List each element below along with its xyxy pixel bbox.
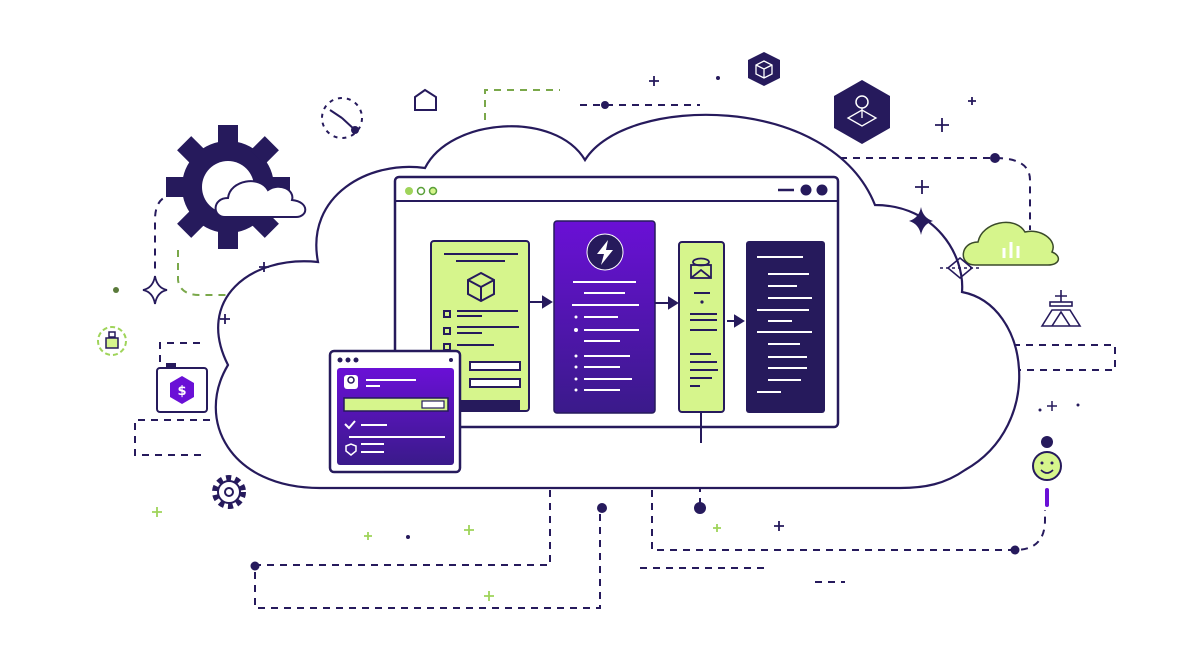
plus-icon (220, 76, 976, 531)
network-stack-icon (1040, 290, 1082, 327)
flow-arrows (530, 295, 745, 328)
window-control[interactable] (816, 184, 828, 196)
plus-icon (152, 507, 721, 601)
login-window (328, 349, 462, 474)
window-dot-outline[interactable] (416, 186, 426, 196)
login-submit-button[interactable] (421, 400, 445, 409)
shield-icon (345, 443, 357, 456)
box-icon (467, 271, 495, 303)
lightbulb-badge-icon (834, 80, 890, 144)
window-control[interactable] (800, 184, 812, 196)
clock-icon (321, 97, 363, 139)
svg-text:$: $ (177, 384, 186, 399)
sparkle-icon (909, 207, 933, 235)
robot-cog-icon (97, 326, 127, 356)
camera-dollar-icon: $ (156, 363, 208, 413)
card-output (746, 241, 825, 413)
diamond-connector-icon (940, 256, 980, 280)
sparkle-icon (142, 275, 168, 305)
cloud-icon (214, 180, 307, 218)
window-dot-outline[interactable] (428, 186, 438, 196)
card-messaging (678, 241, 725, 443)
user-avatar-icon (1032, 436, 1062, 507)
gear-icon (166, 125, 290, 249)
database-mail-icon (690, 257, 712, 279)
cube-badge-icon (748, 52, 780, 86)
home-icon (414, 88, 437, 111)
window-dot-green[interactable] (405, 187, 413, 195)
connector-dots (113, 76, 1020, 571)
card-processing (553, 220, 656, 414)
lightning-icon (597, 240, 613, 265)
settings-cog-icon (212, 475, 246, 509)
chart-cloud-icon (962, 221, 1060, 266)
app-window (393, 175, 840, 443)
check-icon (344, 420, 356, 430)
dashed-connectors (134, 89, 1116, 609)
